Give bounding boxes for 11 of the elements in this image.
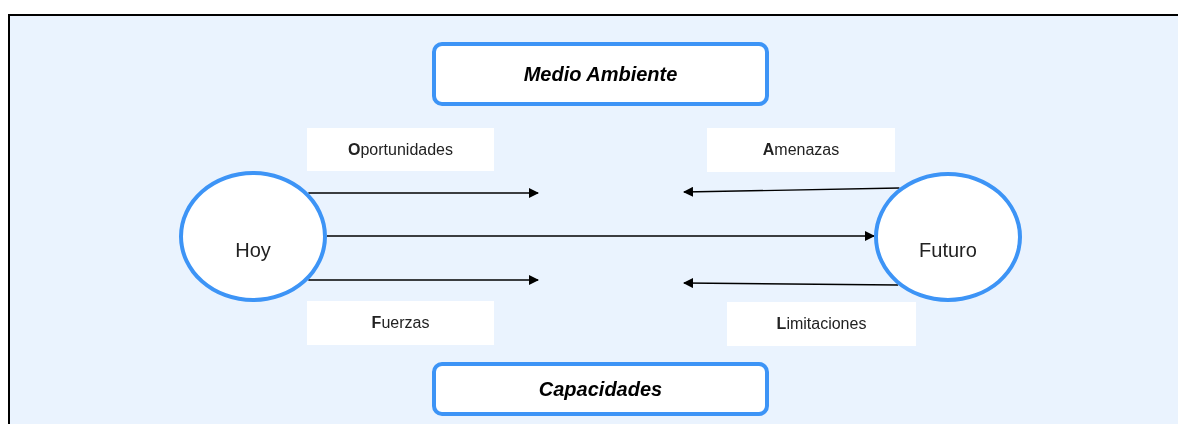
label-text: Limitaciones [776,314,867,334]
label-text: Oportunidades [348,139,453,160]
box-title: Medio Ambiente [523,62,678,87]
rounded-box [432,362,769,416]
box-title: Capacidades [538,377,663,402]
label-text: Amenazas [762,140,840,160]
label-text: Fuerzas [371,313,430,333]
ellipse-text: Futuro [919,238,977,263]
arrow [326,231,875,241]
rounded-box [432,42,769,106]
ellipse-text: Hoy [235,237,271,263]
